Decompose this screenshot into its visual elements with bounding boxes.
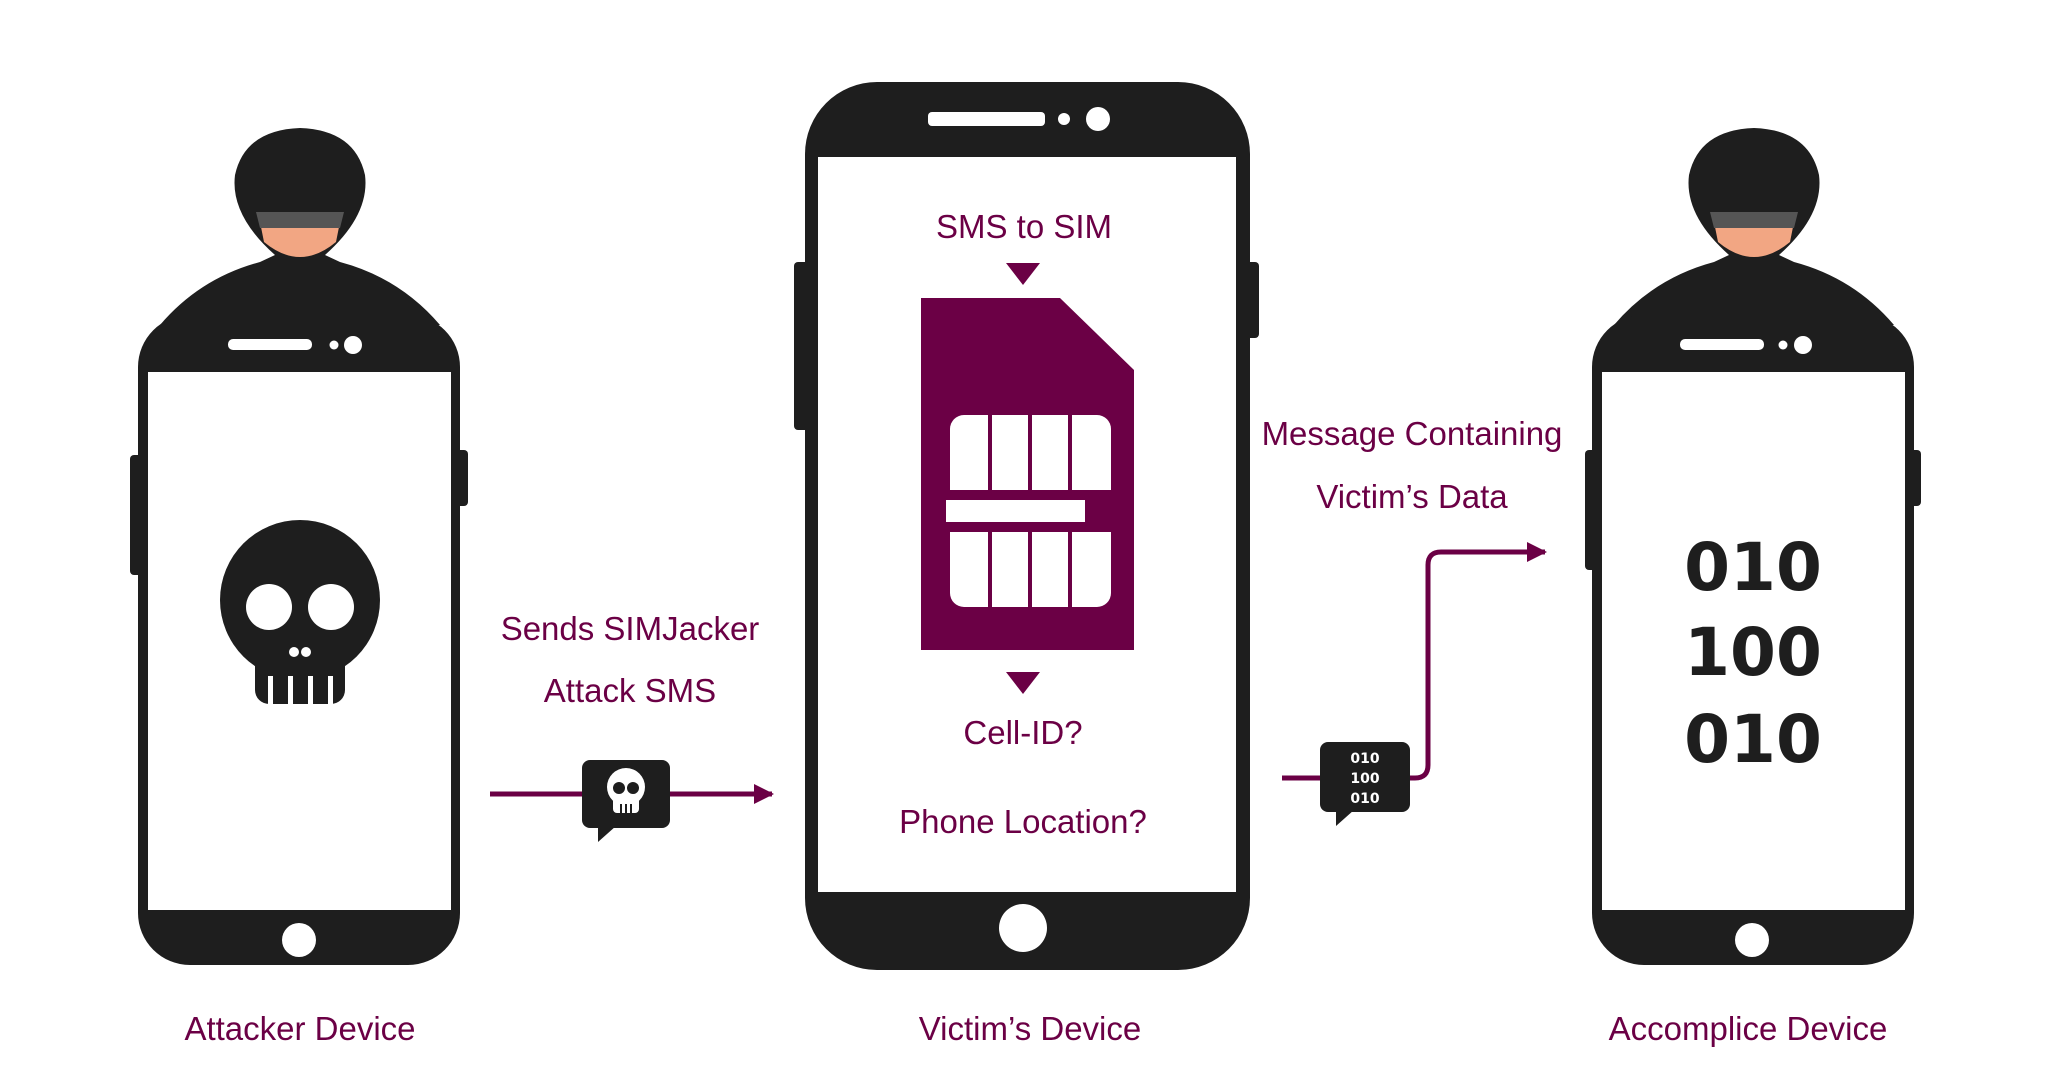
skull-message-icon: [582, 760, 670, 842]
exfil-flow-label-line-2: Victim’s Data: [1316, 478, 1508, 515]
binary-data-icon: 010 100 010: [1684, 529, 1822, 778]
exfil-arrow: [1282, 542, 1547, 781]
down-arrow-icon: [1006, 263, 1040, 285]
victim-device-label: Victim’s Device: [919, 1010, 1142, 1047]
phone-location-query-text: Phone Location?: [899, 803, 1147, 840]
cell-id-query-text: Cell-ID?: [963, 714, 1082, 751]
binary-message-icon: 010 100 010: [1320, 742, 1410, 826]
bubble-binary-line: 010: [1350, 791, 1379, 807]
accomplice-phone: [1585, 315, 1921, 965]
exfil-flow-label-line-1: Message Containing: [1262, 415, 1563, 452]
binary-line: 010: [1684, 701, 1822, 778]
down-arrow-icon: [1006, 672, 1040, 694]
skull-icon: [220, 520, 380, 706]
accomplice-device-label: Accomplice Device: [1609, 1010, 1888, 1047]
sms-to-sim-text: SMS to SIM: [936, 208, 1112, 245]
binary-line: 100: [1684, 614, 1822, 691]
attacker-hacker-icon: [160, 128, 440, 325]
sim-card-icon: [921, 298, 1134, 650]
attack-flow-label-line-1: Sends SIMJacker: [501, 610, 760, 647]
bubble-binary-line: 100: [1350, 771, 1379, 787]
accomplice-hacker-icon: [1614, 128, 1894, 325]
attack-flow-label-line-2: Attack SMS: [544, 672, 716, 709]
bubble-binary-line: 010: [1350, 751, 1379, 767]
binary-line: 010: [1684, 529, 1822, 606]
attacker-device-label: Attacker Device: [184, 1010, 415, 1047]
